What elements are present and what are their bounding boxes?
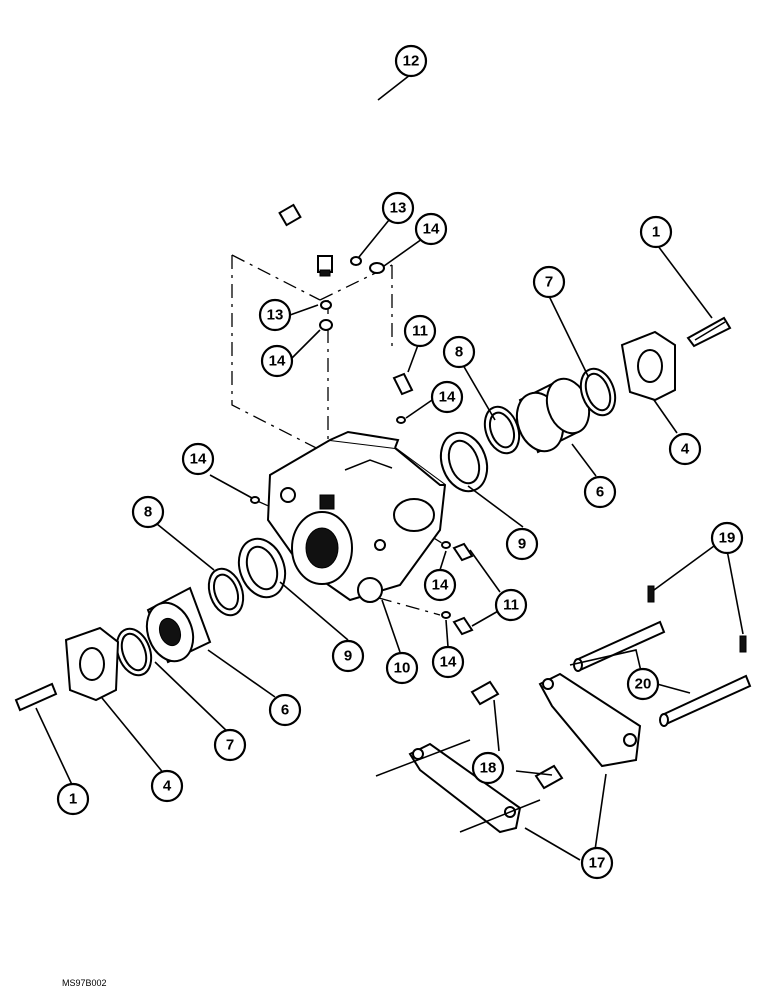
callout-7-label: 7 [226,737,234,754]
callout-1: 1 [639,215,673,249]
tube-assembly [230,61,421,277]
callout-8: 8 [442,335,476,369]
callout-6: 6 [268,693,302,727]
fittings [392,372,474,636]
callout-11: 11 [494,588,528,622]
callout-6-label: 6 [596,484,604,501]
callout-1: 1 [56,782,90,816]
callout-18-label: 18 [480,760,497,777]
callout-11-label: 11 [412,323,428,340]
callout-8-label: 8 [455,344,463,361]
callout-9: 9 [331,639,365,673]
figure-code: MS97B002 [62,978,107,988]
callout-11-label: 11 [503,597,519,614]
callout-4-label: 4 [681,441,690,458]
callout-9-label: 9 [344,648,352,665]
callout-4: 4 [668,432,702,466]
callout-14-label: 14 [423,221,440,238]
leader-lines [35,74,744,861]
callout-12-label: 12 [403,53,420,70]
callout-9-label: 9 [518,536,526,553]
callout-20: 20 [626,667,660,701]
callout-8-label: 8 [144,504,152,521]
linkage-assembly [375,585,752,834]
callout-14: 14 [430,380,464,414]
callout-20-label: 20 [635,676,652,693]
callout-14-label: 14 [439,389,456,406]
callout-14: 14 [431,645,465,679]
callout-10: 10 [385,651,419,685]
callout-17: 17 [580,846,614,880]
callout-1-label: 1 [652,224,660,241]
callout-14-label: 14 [190,451,207,468]
callout-14-label: 14 [269,353,286,370]
callout-12: 12 [394,44,428,78]
callout-4-label: 4 [163,778,172,795]
callout-13-label: 13 [390,200,407,217]
callout-18: 18 [471,751,505,785]
callout-13: 13 [258,298,292,332]
callout-7: 7 [532,265,566,299]
callout-14-label: 14 [440,654,457,671]
small-seals [250,256,451,619]
callout-8: 8 [131,495,165,529]
callout-19: 19 [710,521,744,555]
callout-14: 14 [260,344,294,378]
callout-14-label: 14 [432,577,449,594]
callout-1-label: 1 [69,791,77,808]
callout-4: 4 [150,769,184,803]
callouts: 12 13 14 13 14 11 14 8 7 1 4 6 9 14 8 14… [56,44,744,880]
callout-14: 14 [414,212,448,246]
caliper-housing [266,430,447,603]
callout-17-label: 17 [589,855,606,872]
callout-11: 11 [403,314,437,348]
callout-13-label: 13 [267,307,284,324]
callout-7: 7 [213,728,247,762]
callout-6: 6 [583,475,617,509]
callout-9: 9 [505,527,539,561]
callout-10-label: 10 [394,660,411,677]
right-seal-set [439,316,732,493]
callout-14: 14 [181,442,215,476]
callout-19-label: 19 [719,530,736,547]
callout-7-label: 7 [545,274,553,291]
callout-14: 14 [423,568,457,602]
left-seal-set [14,537,287,712]
callout-13: 13 [381,191,415,225]
assembly-guide-lines [231,254,446,616]
callout-6-label: 6 [281,702,289,719]
